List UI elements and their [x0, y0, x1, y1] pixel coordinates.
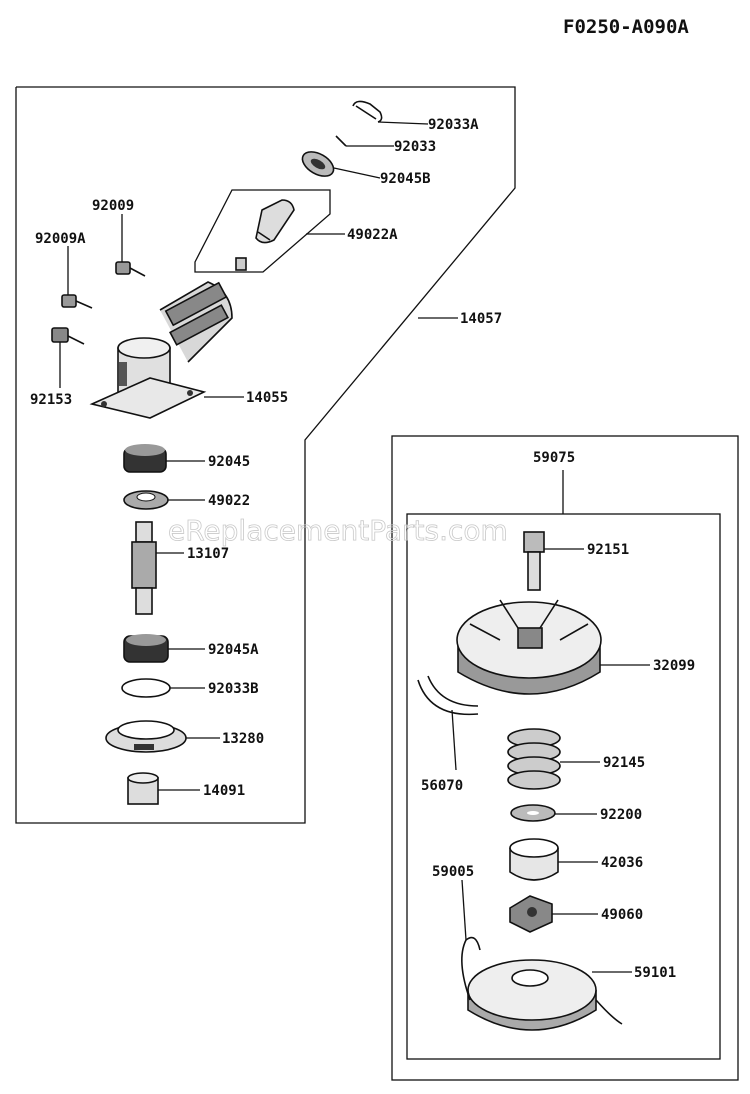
part-56070-line: [417, 675, 479, 716]
part-14055-gear-case: [89, 281, 233, 419]
part-49022-gear: [123, 490, 169, 510]
part-13107-shaft: [131, 521, 157, 615]
part-92153-bolt: [51, 327, 85, 345]
label-49060: 49060: [601, 907, 643, 923]
label-92033A: 92033A: [428, 117, 479, 133]
label-59005: 59005: [432, 864, 474, 880]
part-49022A-gear: [235, 199, 295, 271]
head-assembly-frame: [391, 435, 739, 1081]
label-14055: 14055: [246, 390, 288, 406]
label-13107: 13107: [187, 546, 229, 562]
label-92009A: 92009A: [35, 231, 86, 247]
label-92045B: 92045B: [380, 171, 431, 187]
part-13280-cover: [105, 720, 187, 753]
label-14057: 14057: [460, 311, 502, 327]
label-92045A: 92045A: [208, 642, 259, 658]
label-59101: 59101: [634, 965, 676, 981]
part-92045-bearing: [123, 444, 167, 473]
label-49022A: 49022A: [347, 227, 398, 243]
part-92009-bolt: [115, 261, 146, 277]
diagram-code: F0250-A090A: [563, 16, 689, 38]
label-13280: 13280: [222, 731, 264, 747]
part-92033B-circlip: [121, 678, 171, 698]
part-14091-collar: [127, 772, 159, 805]
label-92033B: 92033B: [208, 681, 259, 697]
part-92145-spring: [507, 728, 561, 790]
label-92151: 92151: [587, 542, 629, 558]
label-92153: 92153: [30, 392, 72, 408]
label-92045: 92045: [208, 454, 250, 470]
label-92145: 92145: [603, 755, 645, 771]
part-42036-holder: [509, 838, 559, 881]
part-92045B-bearing: [301, 151, 335, 177]
watermark: eReplacementParts.com: [168, 514, 508, 547]
gear-case-frame: [15, 86, 516, 824]
part-92200-washer: [510, 804, 556, 822]
part-92033A-circlip: [352, 100, 383, 123]
part-49022A-box: [194, 189, 331, 273]
part-32099-head-cover: [456, 599, 602, 695]
part-92009A-bolt: [61, 294, 93, 309]
label-92009: 92009: [92, 198, 134, 214]
label-32099: 32099: [653, 658, 695, 674]
leader-lines: [59, 121, 650, 973]
label-92200: 92200: [600, 807, 642, 823]
part-59101-spool: [461, 936, 623, 1031]
label-59075: 59075: [533, 450, 575, 466]
part-92151-bolt: [523, 531, 545, 591]
label-49022: 49022: [208, 493, 250, 509]
part-49060-knob: [509, 895, 553, 933]
label-42036: 42036: [601, 855, 643, 871]
label-14091: 14091: [203, 783, 245, 799]
label-92033: 92033: [394, 139, 436, 155]
part-92033-clip: [335, 135, 347, 147]
part-92045A-bearing: [123, 634, 169, 663]
label-56070: 56070: [421, 778, 463, 794]
